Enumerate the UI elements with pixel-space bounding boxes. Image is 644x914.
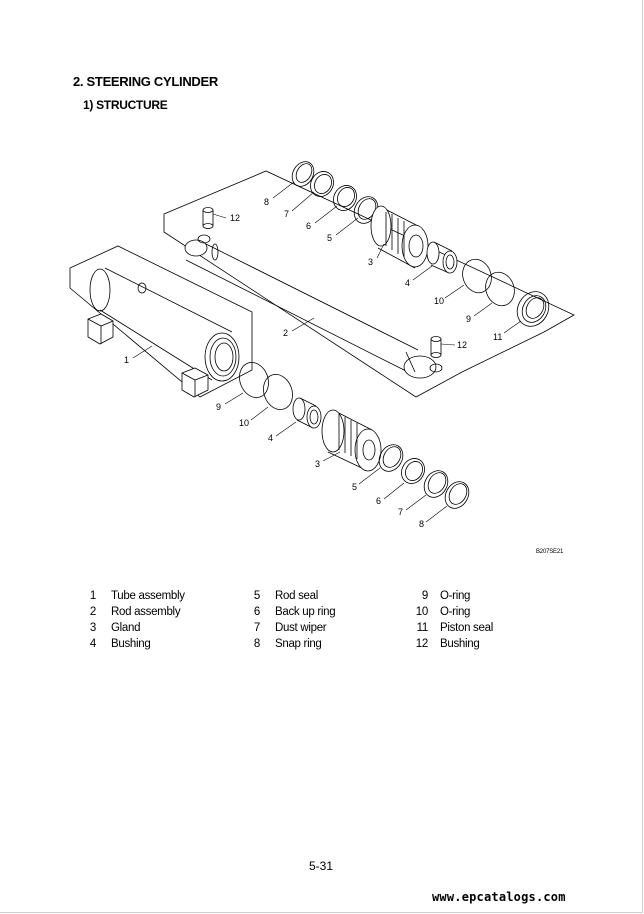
callout-11: 11 <box>493 332 502 342</box>
callout-upper-7: 7 <box>284 209 289 219</box>
callout-upper-4: 4 <box>405 278 410 288</box>
lower-rod-seal-5 <box>378 444 404 472</box>
upper-bushing-4 <box>426 241 458 274</box>
leader-lines <box>132 181 522 523</box>
lower-assembly-plane <box>69 245 253 398</box>
legend-name: O-ring <box>440 590 471 602</box>
legend-number: 4 <box>89 638 96 650</box>
callout-lower-3: 3 <box>315 459 320 469</box>
callout-upper-5: 5 <box>327 233 332 243</box>
legend-item: 4 Bushing <box>86 636 185 652</box>
upper-snap-ring-8 <box>291 161 315 187</box>
rod-assembly <box>184 234 443 379</box>
legend-item: 11 Piston seal <box>413 620 494 636</box>
legend-number: 11 <box>416 622 429 634</box>
legend-name: Gland <box>111 622 141 634</box>
lower-gland-3 <box>321 409 382 472</box>
callout-2: 2 <box>283 328 288 338</box>
callout-lower-4: 4 <box>268 433 273 443</box>
lower-o-ring-10 <box>263 374 293 410</box>
legend-item: 12 Bushing <box>413 636 493 652</box>
callout-lower-10: 10 <box>239 418 249 428</box>
legend-name: Bushing <box>111 638 151 650</box>
legend-name: Tube assembly <box>111 590 185 602</box>
legend-name: Piston seal <box>440 622 493 634</box>
upper-backup-ring-6 <box>333 185 357 211</box>
legend-number: 2 <box>89 606 96 618</box>
callout-lower-5: 5 <box>352 482 357 492</box>
watermark-url: www.epcatalogs.com <box>432 890 566 904</box>
legend-number: 3 <box>89 622 96 634</box>
legend-name: Bushing <box>440 638 480 650</box>
callout-lower-6: 6 <box>376 496 381 506</box>
piston-seal-11 <box>516 291 550 327</box>
upper-o-ring-9 <box>485 271 515 307</box>
tube-assembly <box>87 267 240 398</box>
legend-item: 10 O-ring <box>413 604 493 620</box>
lower-bushing-4 <box>292 397 322 429</box>
legend-number: 7 <box>253 622 260 634</box>
legend-name: Snap ring <box>275 638 322 650</box>
callout-lower-8: 8 <box>419 519 424 529</box>
upper-o-ring-10 <box>462 258 492 294</box>
section-title: 2. STEERING CYLINDER <box>73 74 218 89</box>
lower-o-ring-9 <box>239 362 269 398</box>
legend-item: 3 Gland <box>86 620 185 636</box>
callout-upper-9: 9 <box>466 314 471 324</box>
callout-upper-10: 10 <box>434 296 444 306</box>
lower-backup-ring-6 <box>401 458 425 484</box>
lower-dust-wiper-7 <box>423 470 449 498</box>
callout-lower-7: 7 <box>398 507 403 517</box>
legend-name: Back up ring <box>275 606 336 618</box>
legend-item: 1 Tube assembly <box>86 588 185 604</box>
legend-name: Dust wiper <box>275 622 327 634</box>
figure-code: B207SE21 <box>536 549 564 555</box>
legend-item: 8 Snap ring <box>250 636 335 652</box>
legend-item: 6 Back up ring <box>250 604 336 620</box>
subsection-title: 1) STRUCTURE <box>83 98 168 112</box>
callout-12-rod-eye: 12 <box>230 213 240 223</box>
legend-number: 5 <box>253 590 260 602</box>
upper-gland-3 <box>370 205 429 269</box>
upper-dust-wiper-7 <box>310 171 334 197</box>
legend-item: 9 O-ring <box>413 588 493 604</box>
legend-number: 8 <box>253 638 260 650</box>
legend-number: 1 <box>89 590 96 602</box>
legend-name: Rod assembly <box>111 606 181 618</box>
upper-assembly-plane <box>163 170 575 398</box>
legend-item: 7 Dust wiper <box>250 620 335 636</box>
legend-number: 12 <box>415 638 429 650</box>
callout-upper-8: 8 <box>264 197 269 207</box>
legend-item: 2 Rod assembly <box>86 604 185 620</box>
legend-item: 5 Rod seal <box>250 588 335 604</box>
cylinder-end-bushing-12 <box>430 336 442 358</box>
rod-eye-bushing-12 <box>202 207 214 229</box>
legend-column-1: 1 Tube assembly 2 Rod assembly 3 Gland 4 Bus… <box>86 588 185 652</box>
legend-number: 9 <box>421 590 428 602</box>
callout-1: 1 <box>124 355 129 365</box>
callout-lower-9: 9 <box>216 402 221 412</box>
callout-upper-6: 6 <box>306 221 311 231</box>
lower-snap-ring-8 <box>444 481 470 509</box>
legend-number: 10 <box>415 606 429 618</box>
legend-column-2: 5 Rod seal 6 Back up ring 7 Dust wiper 8 Sna… <box>250 588 336 652</box>
callout-12-cylinder: 12 <box>457 340 467 350</box>
page-number: 5-31 <box>309 859 334 873</box>
legend-number: 6 <box>253 606 260 618</box>
legend-name: Rod seal <box>275 590 318 602</box>
callout-upper-3: 3 <box>368 257 373 267</box>
legend-name: O-ring <box>440 606 471 618</box>
